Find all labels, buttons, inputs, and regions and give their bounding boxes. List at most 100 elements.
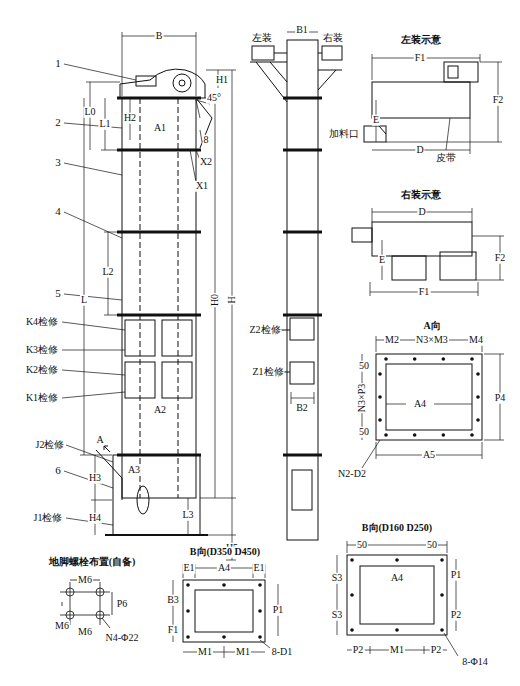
a-view-flange	[484, 354, 504, 355]
dimension-label: A4	[217, 563, 231, 574]
bolt-hole	[476, 372, 480, 376]
part-label: 加料口	[328, 129, 360, 140]
dimension-label: F1	[167, 625, 180, 636]
part-label: K4检修	[25, 317, 59, 328]
bolt-hole	[442, 357, 446, 361]
dimension-line	[104, 232, 117, 233]
dimension-line	[122, 32, 123, 96]
side-casing	[318, 70, 342, 90]
view-title: B向(D350 D450)	[189, 547, 261, 558]
bolt-hole	[440, 628, 444, 632]
dimension-label: H4	[88, 513, 102, 524]
boot-section	[105, 534, 208, 536]
dimension-label: A5	[422, 450, 436, 461]
bolt-hole	[350, 628, 354, 632]
casing	[178, 98, 179, 498]
leader-line	[66, 445, 113, 462]
dimension-label: L0	[83, 107, 96, 118]
dimension-line	[206, 70, 236, 71]
view-marker: A	[95, 435, 104, 446]
dimension-line	[84, 98, 85, 455]
bolt-hole	[476, 395, 480, 399]
b-view-small	[337, 541, 458, 656]
dimension-label: S3	[331, 610, 344, 621]
bolt-hole	[258, 635, 262, 639]
dimension-line	[196, 32, 197, 96]
b-view-small	[447, 541, 448, 553]
side-door	[290, 318, 314, 340]
plan-right	[478, 282, 479, 296]
plan-right	[392, 256, 426, 280]
bolt-hole	[470, 357, 474, 361]
head-section	[120, 69, 212, 148]
bolt-hole	[186, 635, 190, 639]
dimension-label: M1	[235, 647, 251, 658]
side-casing	[318, 53, 322, 54]
dimension-label: N2-D2	[337, 469, 367, 480]
dimension-label: A1	[153, 123, 167, 134]
dimension-label: P4	[494, 393, 507, 404]
a-view-flange	[376, 336, 377, 352]
flange	[117, 97, 201, 100]
flange	[117, 149, 201, 152]
leader-line	[62, 392, 125, 398]
callout-number: 5	[54, 288, 62, 300]
b-view-small	[444, 633, 458, 656]
a-view-flange	[376, 442, 377, 459]
b-view-small	[347, 555, 447, 635]
plan-right	[352, 228, 372, 242]
dimension-line	[200, 498, 236, 499]
flange	[117, 314, 201, 317]
dimension-label: 50	[426, 540, 438, 551]
dimension-label: B3	[166, 595, 180, 606]
plan-left	[364, 126, 386, 142]
dimension-label: N3×P3	[357, 383, 368, 413]
inspection-door	[162, 320, 192, 356]
plan-right	[370, 208, 504, 296]
plan-right	[370, 282, 371, 296]
plan-right	[440, 252, 476, 280]
b-view-small	[360, 566, 434, 624]
dimension-label: E	[378, 255, 386, 266]
leader-line	[64, 123, 122, 128]
casing	[122, 98, 196, 498]
head-section	[136, 76, 156, 86]
dimension-label: H2	[123, 113, 137, 124]
dimension-label: 8-D1	[271, 647, 294, 658]
dimension-label: 50	[358, 361, 370, 372]
bolt-hole	[258, 609, 262, 613]
view-title: 地脚螺栓布置(自备)	[48, 557, 137, 568]
plan-right	[372, 222, 472, 256]
dimension-label: L2	[101, 267, 114, 278]
head-section	[120, 69, 205, 98]
plan-right	[472, 236, 504, 237]
dimension-label: A3	[127, 465, 141, 476]
side-casing	[250, 62, 287, 102]
dimension-line	[91, 500, 112, 501]
dimension-label: B2	[295, 403, 309, 414]
side-door	[292, 470, 312, 510]
a-view-flange	[484, 440, 504, 441]
dimension-line	[104, 315, 117, 316]
part-label: 右装	[322, 33, 344, 44]
dimension-label: A2	[153, 405, 167, 416]
side-flange	[283, 97, 322, 100]
dimension-label: X2	[199, 157, 213, 168]
leader-line	[64, 64, 136, 80]
side-dimension	[314, 392, 315, 404]
dimension-label: 50	[358, 427, 370, 438]
dimension-label: M4	[468, 335, 484, 346]
head-section	[179, 80, 185, 86]
bolt-hole	[413, 357, 417, 361]
casing	[122, 98, 196, 498]
head-section	[196, 98, 212, 148]
leader-line	[64, 471, 113, 488]
side-flange	[283, 149, 322, 152]
dimension-label: S3	[331, 573, 344, 584]
dimension-label: E1	[182, 563, 195, 574]
dimension-label: D	[415, 145, 424, 156]
plan-left	[364, 54, 502, 154]
dimension-label: E	[372, 115, 380, 126]
bolt-hole	[440, 593, 444, 597]
bolt-hole	[470, 433, 474, 437]
